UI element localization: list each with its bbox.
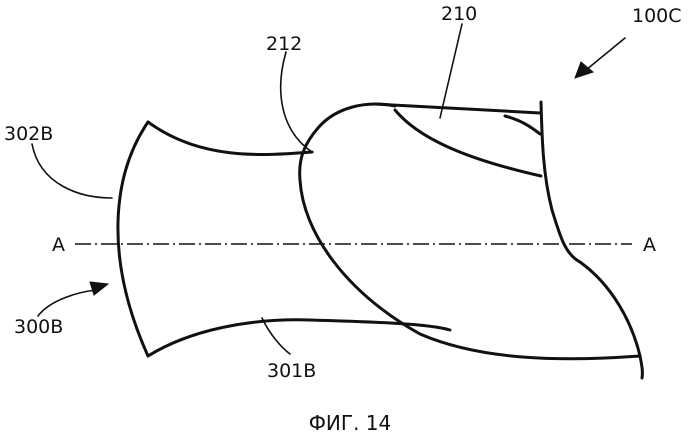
leader-210 [440, 24, 462, 118]
label-301B: 301B [267, 360, 316, 382]
figure-caption: ФИГ. 14 [309, 411, 392, 435]
leader-212 [281, 52, 312, 152]
arrow-300B [38, 282, 108, 316]
top-head-edge [375, 104, 540, 113]
upper-neck-edge [148, 122, 312, 154]
inner-edge-short [505, 116, 540, 134]
arrow-100C [575, 38, 625, 78]
leader-301B [262, 318, 290, 354]
label-302B: 302B [4, 123, 53, 145]
label-210: 210 [441, 3, 477, 25]
label-300B: 300B [14, 316, 63, 338]
label-100C: 100C [632, 5, 682, 27]
leader-302B [32, 144, 112, 198]
left-face-curve [118, 122, 148, 356]
right-face-edge [541, 102, 642, 378]
label-axis-right: A [643, 234, 656, 256]
label-axis-left: A [52, 234, 65, 256]
label-212: 212 [266, 33, 302, 55]
